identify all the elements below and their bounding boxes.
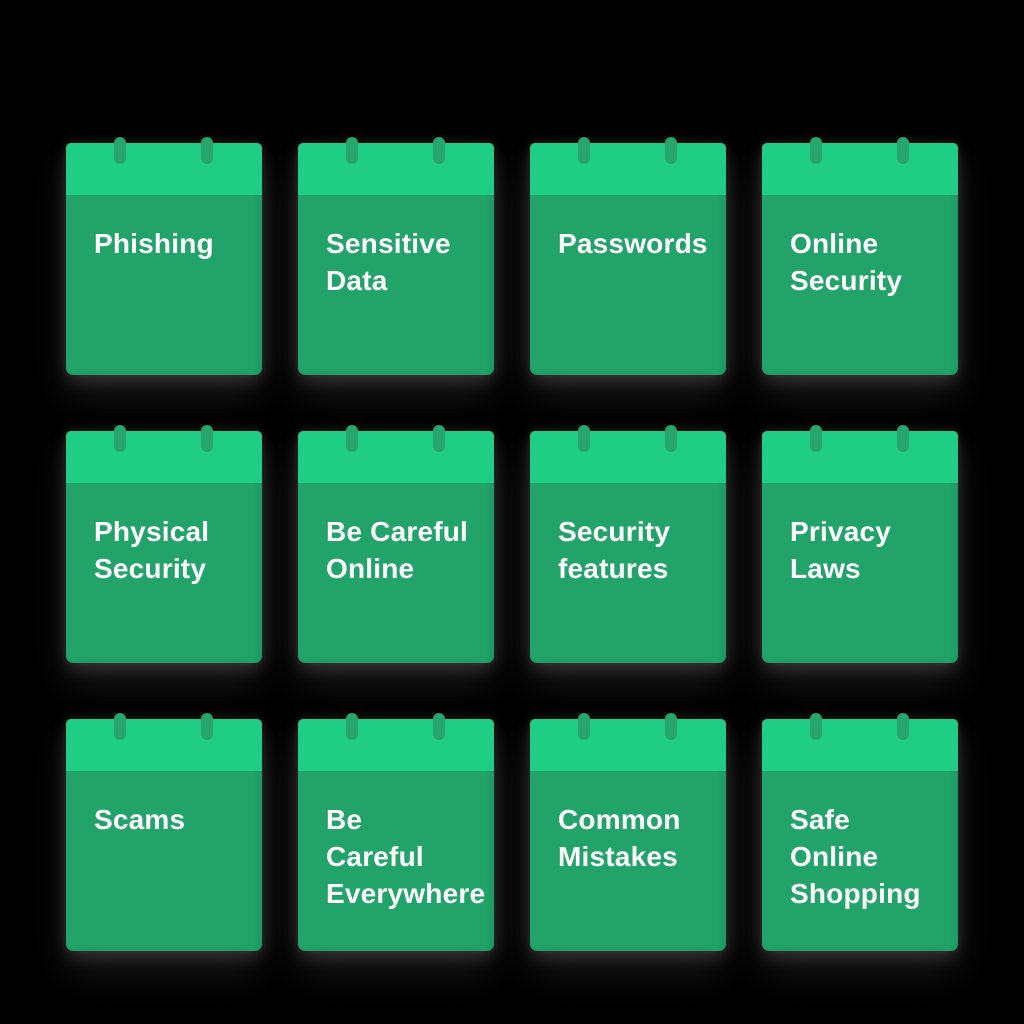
calendar-card-label: Safe Online Shopping (790, 804, 921, 909)
calendar-card-header (530, 425, 726, 483)
calendar-card-label: Security features (558, 516, 671, 584)
calendar-ring-right-icon (897, 137, 909, 164)
calendar-card-label: Be Careful Online (326, 516, 469, 584)
calendar-ring-left-icon (346, 425, 358, 452)
calendar-card[interactable]: Phishing (66, 137, 262, 375)
calendar-card[interactable]: Sensitive Data (298, 137, 494, 375)
calendar-card-label: Passwords (558, 228, 708, 259)
calendar-card-label: Phishing (94, 228, 214, 259)
calendar-ring-right-icon (897, 713, 909, 740)
calendar-ring-right-icon (433, 713, 445, 740)
calendar-ring-right-icon (665, 137, 677, 164)
calendar-card[interactable]: Safe Online Shopping (762, 713, 958, 951)
calendar-card-header (298, 713, 494, 771)
calendar-ring-left-icon (346, 137, 358, 164)
calendar-card-header (298, 137, 494, 195)
calendar-card-header (298, 425, 494, 483)
calendar-card[interactable]: Be Careful Everywhere (298, 713, 494, 951)
calendar-ring-right-icon (433, 425, 445, 452)
calendar-ring-left-icon (114, 425, 126, 452)
calendar-grid: Phishing Sensitive Data Passwords Online… (66, 137, 958, 951)
calendar-card-label: Be Careful Everywhere (326, 804, 486, 909)
calendar-ring-left-icon (578, 137, 590, 164)
calendar-card-header (762, 713, 958, 771)
calendar-ring-right-icon (897, 425, 909, 452)
calendar-card-header (762, 137, 958, 195)
calendar-card-header (66, 425, 262, 483)
calendar-card-header (762, 425, 958, 483)
calendar-card-label: Common Mistakes (558, 804, 681, 872)
calendar-card-header (530, 713, 726, 771)
calendar-ring-left-icon (578, 425, 590, 452)
calendar-card[interactable]: Scams (66, 713, 262, 951)
calendar-ring-left-icon (810, 425, 822, 452)
calendar-card-label: Privacy Laws (790, 516, 892, 584)
calendar-ring-right-icon (665, 425, 677, 452)
calendar-ring-left-icon (810, 713, 822, 740)
calendar-card[interactable]: Common Mistakes (530, 713, 726, 951)
calendar-ring-right-icon (665, 713, 677, 740)
calendar-card-header (530, 137, 726, 195)
calendar-ring-right-icon (201, 713, 213, 740)
calendar-ring-left-icon (810, 137, 822, 164)
calendar-card[interactable]: Be Careful Online (298, 425, 494, 663)
calendar-card-header (66, 713, 262, 771)
calendar-card[interactable]: Physical Security (66, 425, 262, 663)
calendar-card[interactable]: Online Security (762, 137, 958, 375)
calendar-ring-right-icon (201, 425, 213, 452)
calendar-card-label: Physical Security (94, 516, 210, 584)
calendar-card[interactable]: Passwords (530, 137, 726, 375)
calendar-card-label: Sensitive Data (326, 228, 451, 296)
calendar-ring-left-icon (346, 713, 358, 740)
calendar-card[interactable]: Security features (530, 425, 726, 663)
calendar-ring-left-icon (578, 713, 590, 740)
calendar-card-label: Scams (94, 804, 186, 835)
calendar-ring-right-icon (433, 137, 445, 164)
calendar-card-header (66, 137, 262, 195)
calendar-ring-left-icon (114, 713, 126, 740)
calendar-ring-left-icon (114, 137, 126, 164)
calendar-card-label: Online Security (790, 228, 903, 296)
calendar-ring-right-icon (201, 137, 213, 164)
calendar-card[interactable]: Privacy Laws (762, 425, 958, 663)
